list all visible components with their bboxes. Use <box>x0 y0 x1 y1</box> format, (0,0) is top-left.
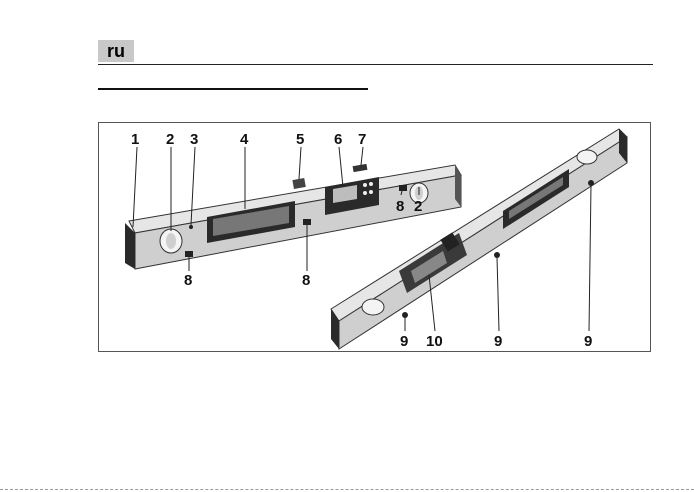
callout-7: 7 <box>358 131 366 148</box>
callout-1: 1 <box>131 131 139 148</box>
product-illustration: 1 2 3 4 5 6 7 8 2 8 8 9 10 9 9 <box>98 122 651 352</box>
callout-3: 3 <box>190 131 198 148</box>
level-b <box>331 129 627 349</box>
header-rule <box>98 64 653 65</box>
callout-9: 9 <box>400 333 408 350</box>
vial-icon <box>577 150 597 164</box>
callout-9: 9 <box>584 333 592 350</box>
callout-4: 4 <box>240 131 249 148</box>
callout-10: 10 <box>426 333 443 350</box>
callout-2: 2 <box>414 198 422 215</box>
callout-9: 9 <box>494 333 502 350</box>
callout-2: 2 <box>166 131 174 148</box>
callout-8: 8 <box>396 198 404 215</box>
callout-5: 5 <box>296 131 304 148</box>
level-a <box>125 164 461 269</box>
vial-icon <box>362 299 384 315</box>
page-bottom-border <box>0 489 694 490</box>
language-badge: ru <box>98 40 134 62</box>
section-heading-rule <box>98 88 368 90</box>
digital-level-drawing: 1 2 3 4 5 6 7 8 2 8 8 9 10 9 9 <box>99 123 651 352</box>
callout-8: 8 <box>184 272 192 289</box>
callout-6: 6 <box>334 131 342 148</box>
callout-8: 8 <box>302 272 310 289</box>
